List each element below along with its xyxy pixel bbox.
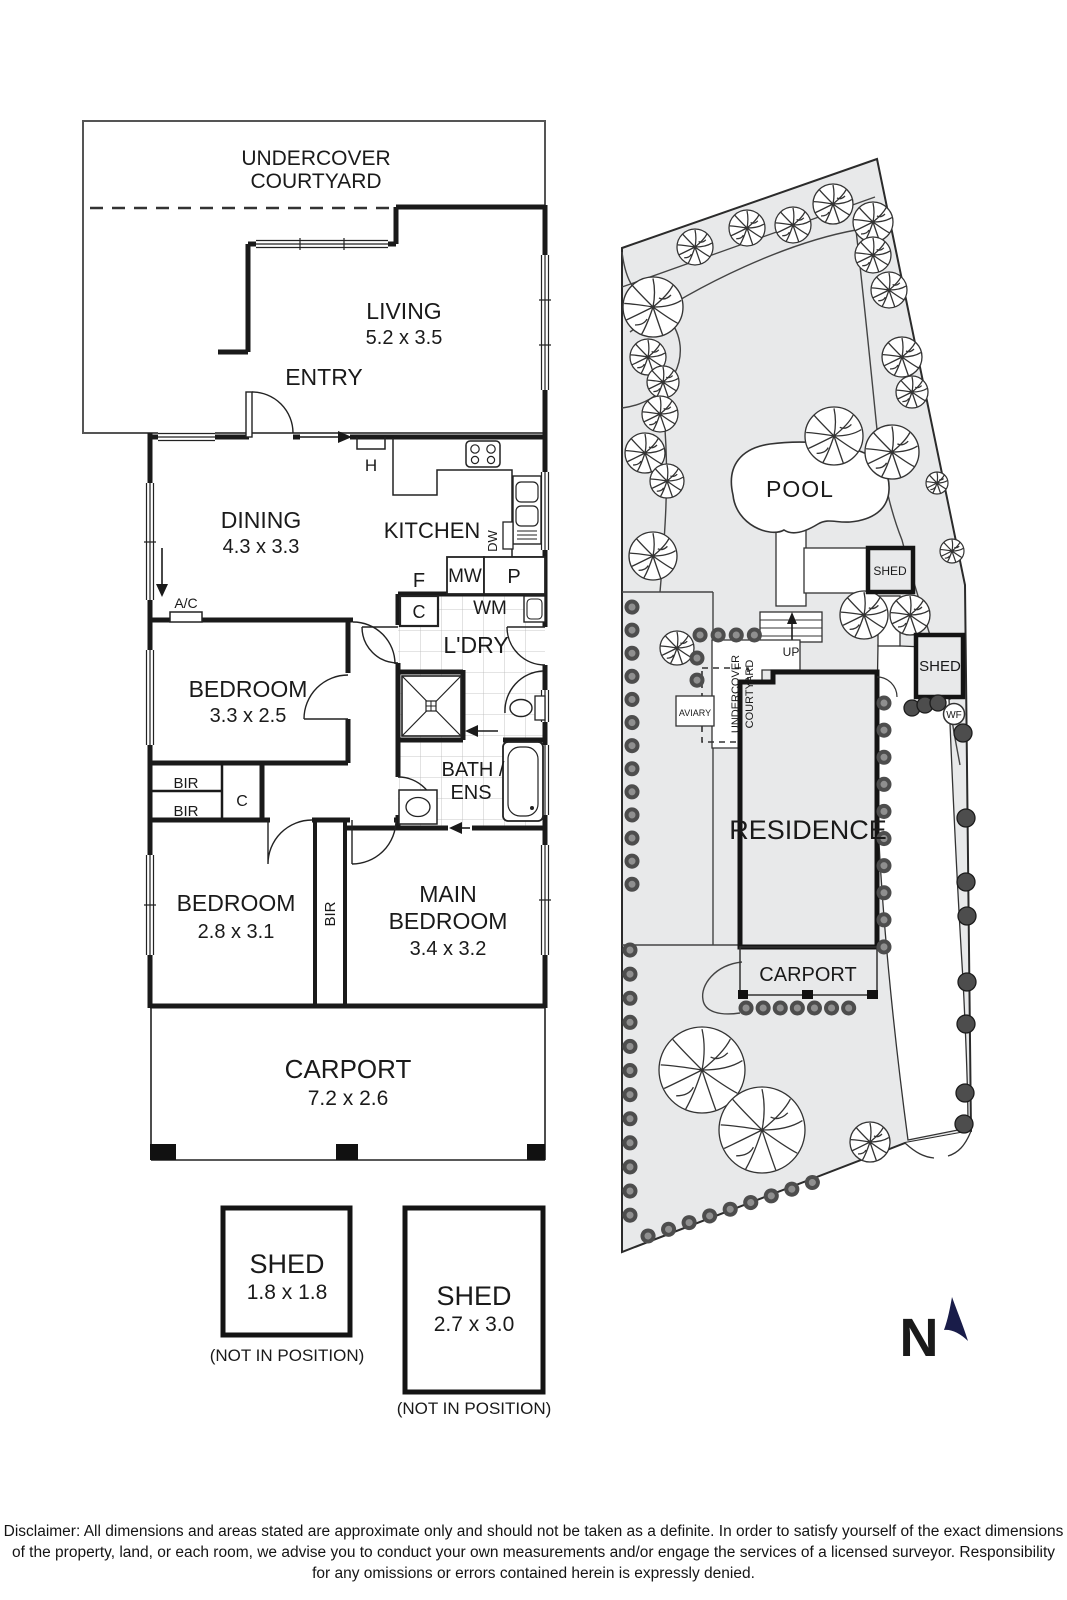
aviary-label: AVIARY (679, 708, 711, 718)
site-courtyard-label-1: UNDERCOVER (730, 655, 742, 733)
bath-arrow-icon (449, 822, 462, 834)
shed1-dims: 1.8 x 1.8 (247, 1281, 328, 1304)
aviary-box (675, 695, 715, 727)
cupboard-box (398, 594, 440, 628)
dining-dims: 4.3 x 3.3 (223, 536, 300, 558)
residence (737, 669, 880, 950)
bir-corridor-walls (313, 820, 347, 1006)
shed2-note: (NOT IN POSITION) (397, 1399, 552, 1418)
disclaimer: Disclaimer: All dimensions and areas sta… (0, 1521, 1067, 1584)
courtyard-label-1: UNDERCOVER (241, 147, 390, 170)
flow-arrows (156, 431, 498, 834)
shed1-box (220, 1205, 353, 1338)
wf-circle (942, 702, 966, 726)
toilet-icon (509, 695, 546, 721)
courtyard-label-2: COURTYARD (250, 170, 381, 193)
entry-label: ENTRY (285, 364, 363, 390)
bush-singles (903, 694, 977, 1134)
laundry-label: L'DRY (443, 632, 508, 658)
cooktop-icon (465, 440, 501, 468)
crossover-flares (904, 1130, 972, 1159)
shed2-label: SHED (436, 1281, 511, 1311)
carport-label: CARPORT (285, 1054, 412, 1084)
aircon-box (169, 611, 203, 623)
cupboard-kitchen-label: C (413, 602, 426, 622)
main-bedroom-label-2: BEDROOM (389, 908, 508, 934)
sink-icon (512, 475, 542, 545)
north-arrow-icon (944, 1297, 968, 1341)
residence-label: RESIDENCE (729, 815, 887, 845)
bedroom2-dims: 2.8 x 3.1 (198, 921, 275, 943)
pool (730, 441, 890, 534)
floorplan-labels: UNDERCOVER COURTYARD LIVING 5.2 x 3.5 EN… (173, 147, 551, 1418)
disclaimer-line-2: of the property, land, or each room, we … (11, 1544, 1056, 1561)
bath-label-2: ENS (450, 782, 491, 804)
bathtub-icon (502, 741, 544, 822)
bedroom1-dims: 3.3 x 2.5 (210, 705, 287, 727)
north-label: N (900, 1308, 939, 1368)
bir2-label: BIR (173, 803, 198, 820)
dining-label: DINING (221, 507, 302, 533)
up-label: UP (783, 645, 800, 659)
site-carport-posts (738, 990, 878, 999)
dishwasher-label: DW (485, 529, 500, 551)
bedroom2-label: BEDROOM (177, 890, 296, 916)
north-indicator: N (900, 1297, 968, 1368)
shower-icon (401, 675, 462, 737)
pantry-box (483, 556, 546, 595)
shed2-dims: 2.7 x 3.0 (434, 1313, 515, 1336)
shed1-label: SHED (249, 1249, 324, 1279)
dishwasher-box (502, 521, 514, 550)
carport-outline (150, 1008, 546, 1161)
laundry-trough-icon (523, 595, 546, 623)
aircon-label: A/C (174, 595, 197, 611)
door-arcs (245, 391, 546, 865)
site-shed-top (865, 545, 916, 595)
cupboard-bedroom-label: C (236, 793, 248, 810)
shed1-note: (NOT IN POSITION) (210, 1346, 365, 1365)
bath-label-1: BATH / (442, 759, 505, 781)
disclaimer-line-1: Disclaimer: All dimensions and areas sta… (3, 1523, 1064, 1540)
main-bedroom-label-1: MAIN (419, 881, 477, 907)
bedroom1-label: BEDROOM (189, 676, 308, 702)
residence-door-arc (876, 676, 898, 698)
pool-label: POOL (766, 476, 834, 502)
bir-corridor-label: BIR (322, 901, 339, 926)
up-arrowhead-icon (787, 612, 797, 624)
living-dims: 5.2 x 3.5 (366, 327, 443, 349)
fridge-label: F (413, 570, 425, 592)
carport-dims: 7.2 x 2.6 (308, 1087, 389, 1110)
shed2-box (402, 1205, 546, 1395)
shower-arrow-icon (465, 725, 478, 737)
site-shed-right-label: SHED (919, 658, 961, 675)
site-carport-label: CARPORT (759, 964, 856, 986)
site-plan: POOL SHED SHED RESIDENCE CARPORT AVIARY … (621, 157, 980, 1368)
disclaimer-line-3: for any omissions or errors contained he… (312, 1565, 755, 1582)
wf-label: WF (946, 710, 962, 721)
kitchen-label: KITCHEN (384, 518, 481, 543)
site-shed-top-label: SHED (873, 564, 907, 578)
dining-arrow-icon (156, 584, 168, 597)
hot-water-label: H (365, 456, 377, 475)
floor-plan: UNDERCOVER COURTYARD LIVING 5.2 x 3.5 EN… (82, 120, 551, 1418)
entry-arrow-icon (338, 431, 352, 443)
windows (144, 238, 551, 955)
living-label: LIVING (366, 298, 441, 324)
bir1-label: BIR (173, 775, 198, 792)
pantry-label: P (507, 566, 520, 588)
carport-posts (150, 1144, 545, 1160)
hot-water-box (356, 437, 386, 450)
walls-medium (150, 763, 224, 820)
bush-hedges (622, 599, 892, 1244)
site-courtyard-label-2: COURTYARD (744, 660, 756, 729)
microwave-label: MW (448, 566, 482, 587)
vanity-icon (398, 789, 438, 825)
main-bedroom-dims: 3.4 x 3.2 (410, 938, 487, 960)
washing-machine-label: WM (473, 598, 507, 619)
